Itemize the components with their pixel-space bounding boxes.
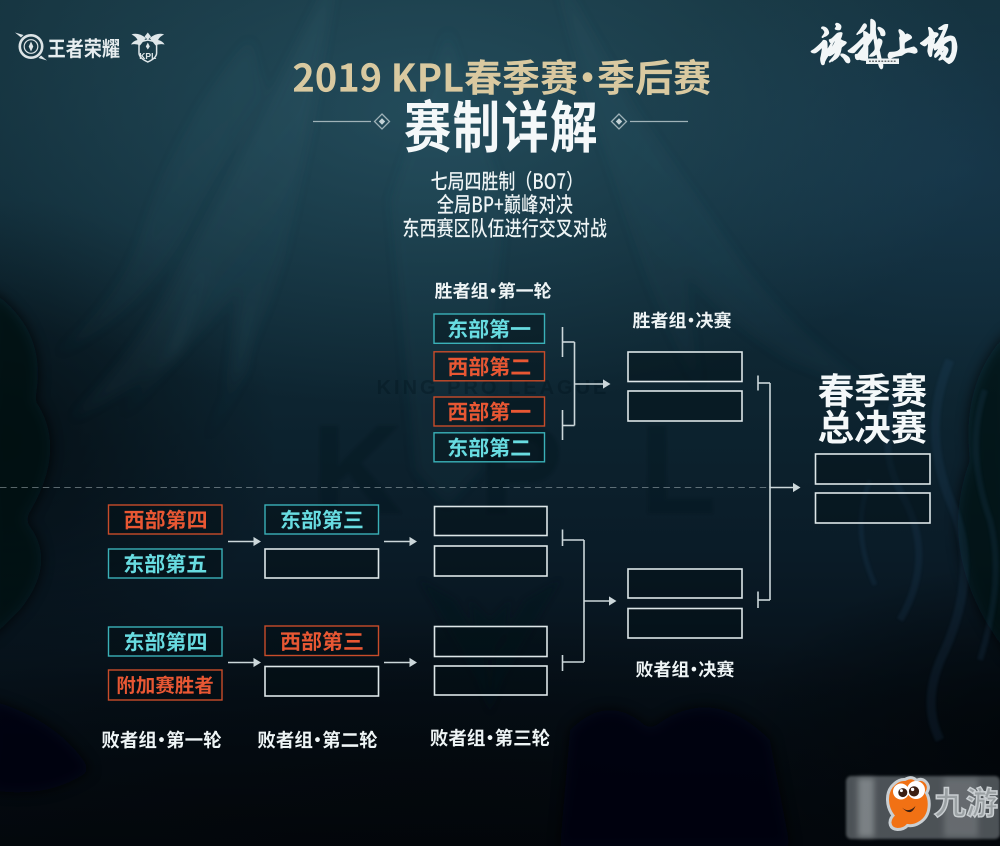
svg-text:L: L — [640, 399, 717, 540]
svg-text:P: P — [479, 399, 563, 540]
svg-text:KPL: KPL — [139, 51, 156, 61]
svg-text:KING PRO LEAGUE: KING PRO LEAGUE — [377, 377, 610, 399]
